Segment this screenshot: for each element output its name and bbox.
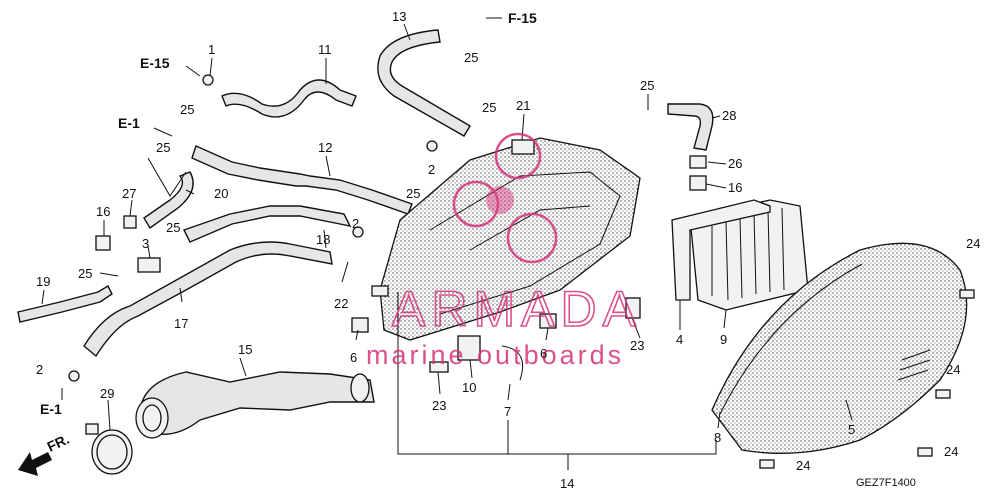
hose-28[interactable] [667,103,714,151]
label-25-f: 25 [482,100,496,115]
label-25-h: 25 [640,78,654,93]
screw-24-d[interactable] [759,459,775,469]
leader-lines [41,17,853,470]
screw-16-a[interactable] [95,235,111,251]
label-20: 20 [214,186,228,201]
hose-13[interactable] [377,29,471,137]
label-16-a: 16 [96,204,110,219]
part-labels: 1 2 2 2 3 4 5 6 6 7 8 9 10 11 12 13 14 1… [36,9,980,491]
air-filter-element-9[interactable] [689,199,809,311]
watermark-brand: ARMADA [392,281,642,337]
joint-3[interactable] [137,257,161,273]
label-25-b: 25 [180,102,194,117]
watermark-logo-icon [452,132,558,264]
label-6-a: 6 [350,350,357,365]
label-14: 14 [560,476,574,491]
hose-19[interactable] [17,285,113,323]
hose-11[interactable] [221,79,357,118]
reference-marks: F-15 E-15 E-1 E-1 FR. [18,10,537,476]
label-3: 3 [142,236,149,251]
label-24-d: 24 [796,458,810,473]
watermark-tagline: marine outboards [366,340,624,370]
label-11: 11 [318,42,332,57]
band-7[interactable] [501,345,524,381]
label-19: 19 [36,274,50,289]
ref-e15: E-15 [140,55,170,71]
label-25-g: 25 [406,186,420,201]
seal-4[interactable] [671,199,771,301]
label-29: 29 [100,386,114,401]
label-15: 15 [238,342,252,357]
hose-20[interactable] [143,171,194,230]
screw-24-c[interactable] [917,447,933,457]
label-2-c: 2 [36,362,43,377]
ref-e1-bottom: E-1 [40,401,62,417]
label-25-c: 25 [156,140,170,155]
drain-plug-6-a[interactable] [351,317,369,333]
label-16-b: 16 [728,180,742,195]
label-13: 13 [392,9,406,24]
intake-duct-15[interactable] [135,371,375,439]
screw-27[interactable] [123,215,137,229]
label-5: 5 [848,422,855,437]
label-1: 1 [208,42,215,57]
diagram-code: GEZ7F1400 [856,477,916,489]
label-17: 17 [174,316,188,331]
hose-12[interactable] [191,145,413,215]
clip-1[interactable] [202,74,214,86]
clip-2-a[interactable] [426,140,438,152]
screw-24-a[interactable] [959,289,975,299]
screw-24-b[interactable] [935,389,951,399]
label-28: 28 [722,108,736,123]
label-7: 7 [504,404,511,419]
label-23-a: 23 [432,398,446,413]
bolt-23-b[interactable] [625,297,641,319]
label-27: 27 [122,186,136,201]
label-25-a: 25 [464,50,478,65]
label-21: 21 [516,98,530,113]
label-25-d: 25 [166,220,180,235]
label-24-c: 24 [944,444,958,459]
air-cleaner-cover-5[interactable] [711,242,968,454]
hose-18[interactable] [183,205,352,243]
label-12: 12 [318,140,332,155]
label-2-b: 2 [352,216,359,231]
clip-2-b[interactable] [352,226,364,238]
front-arrow-icon [18,452,52,476]
setting-plate-21[interactable] [511,139,535,155]
bolt-23-a[interactable] [429,361,449,373]
label-26: 26 [728,156,742,171]
screw-22[interactable] [371,285,389,297]
label-8: 8 [714,430,721,445]
label-6-b: 6 [540,346,547,361]
watermark: ARMADA marine outboards [366,132,642,370]
label-9: 9 [720,332,727,347]
label-10: 10 [462,380,476,395]
ref-front: FR. [45,431,72,455]
label-24-b: 24 [946,362,960,377]
label-18: 18 [316,232,330,247]
label-24-a: 24 [966,236,980,251]
clip-2-c[interactable] [68,370,80,382]
hose-17[interactable] [83,241,333,358]
label-23-b: 23 [630,338,644,353]
damper-10[interactable] [457,335,481,361]
label-25-e: 25 [78,266,92,281]
label-4: 4 [676,332,683,347]
hose-clamp-29[interactable] [85,423,133,475]
ref-f15: F-15 [508,10,537,26]
label-2-a: 2 [428,162,435,177]
label-22: 22 [334,296,348,311]
grommet-26[interactable] [689,155,707,169]
ref-e1-top: E-1 [118,115,140,131]
screw-16-b[interactable] [689,175,707,191]
